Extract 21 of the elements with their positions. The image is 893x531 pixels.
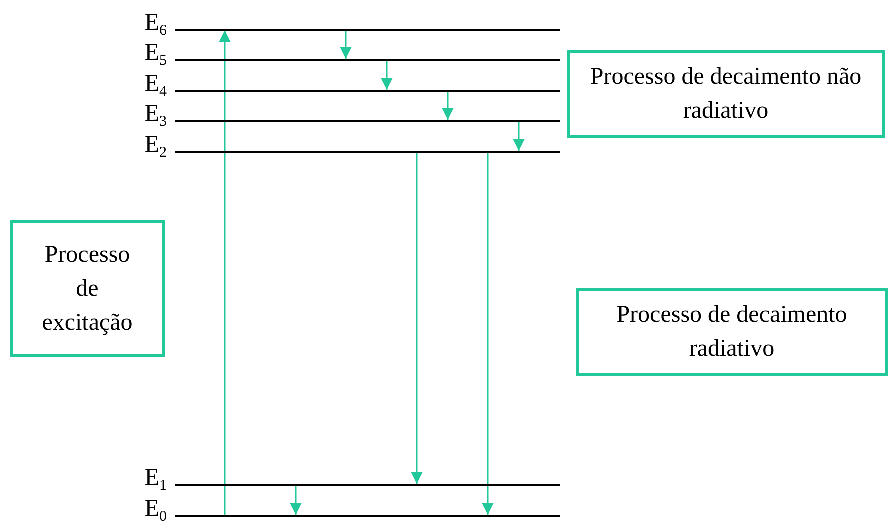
energy-level-label: E$_{0}$ [144,496,167,520]
arrow [513,122,525,151]
energy-level-label: E$_{3}$ [144,102,167,126]
arrow [442,92,454,120]
energy-level-label: E$_{1}$ [144,466,167,490]
process-box [576,288,888,376]
energy-level-label: E$_{2}$ [144,132,167,156]
arrow [381,60,393,90]
arrow [290,486,302,515]
process-box [567,50,885,138]
energy-level-label: E$_{6}$ [144,10,167,34]
arrow [411,152,423,484]
process-box [10,220,165,357]
energy-level-label: E$_{4}$ [144,72,167,96]
process-label: Processo de decaimento radiativo [616,301,848,364]
arrow [482,152,494,515]
process-label: Processo de decaimento não radiativo [589,63,863,126]
arrow [219,30,231,515]
process-label: Processo de excitação [41,240,134,338]
energy-level-label: E$_{5}$ [144,40,167,64]
arrow [340,30,352,59]
